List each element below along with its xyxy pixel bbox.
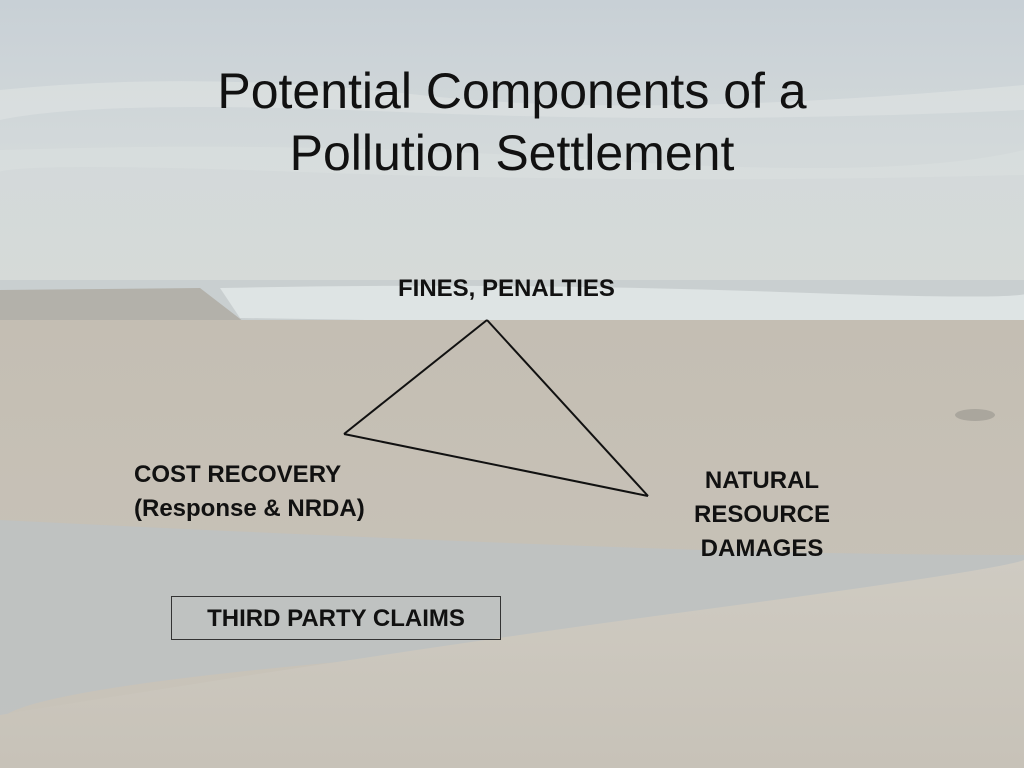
triangle-edge-bottom — [343, 433, 649, 497]
title-line-1: Potential Components of a — [217, 63, 807, 119]
slide-title: Potential Components of a Pollution Sett… — [112, 60, 912, 184]
cost-recovery-label: COST RECOVERY (Response & NRDA) — [134, 458, 365, 526]
fines-penalties-label: FINES, PENALTIES — [398, 275, 615, 302]
cost-recovery-line-1: COST RECOVERY — [134, 461, 342, 488]
title-line-2: Pollution Settlement — [289, 125, 735, 181]
third-party-claims-box: THIRD PARTY CLAIMS — [171, 596, 501, 640]
triangle-edge-top-right — [486, 319, 649, 497]
nrd-line-1: NATURAL — [704, 467, 820, 494]
natural-resource-damages-label: NATURAL RESOURCE DAMAGES — [662, 464, 862, 566]
cost-recovery-line-2: (Response & NRDA) — [134, 495, 365, 522]
triangle-edge-top-left — [343, 319, 488, 435]
nrd-line-2: RESOURCE — [693, 501, 831, 528]
nrd-line-3: DAMAGES — [700, 535, 824, 562]
